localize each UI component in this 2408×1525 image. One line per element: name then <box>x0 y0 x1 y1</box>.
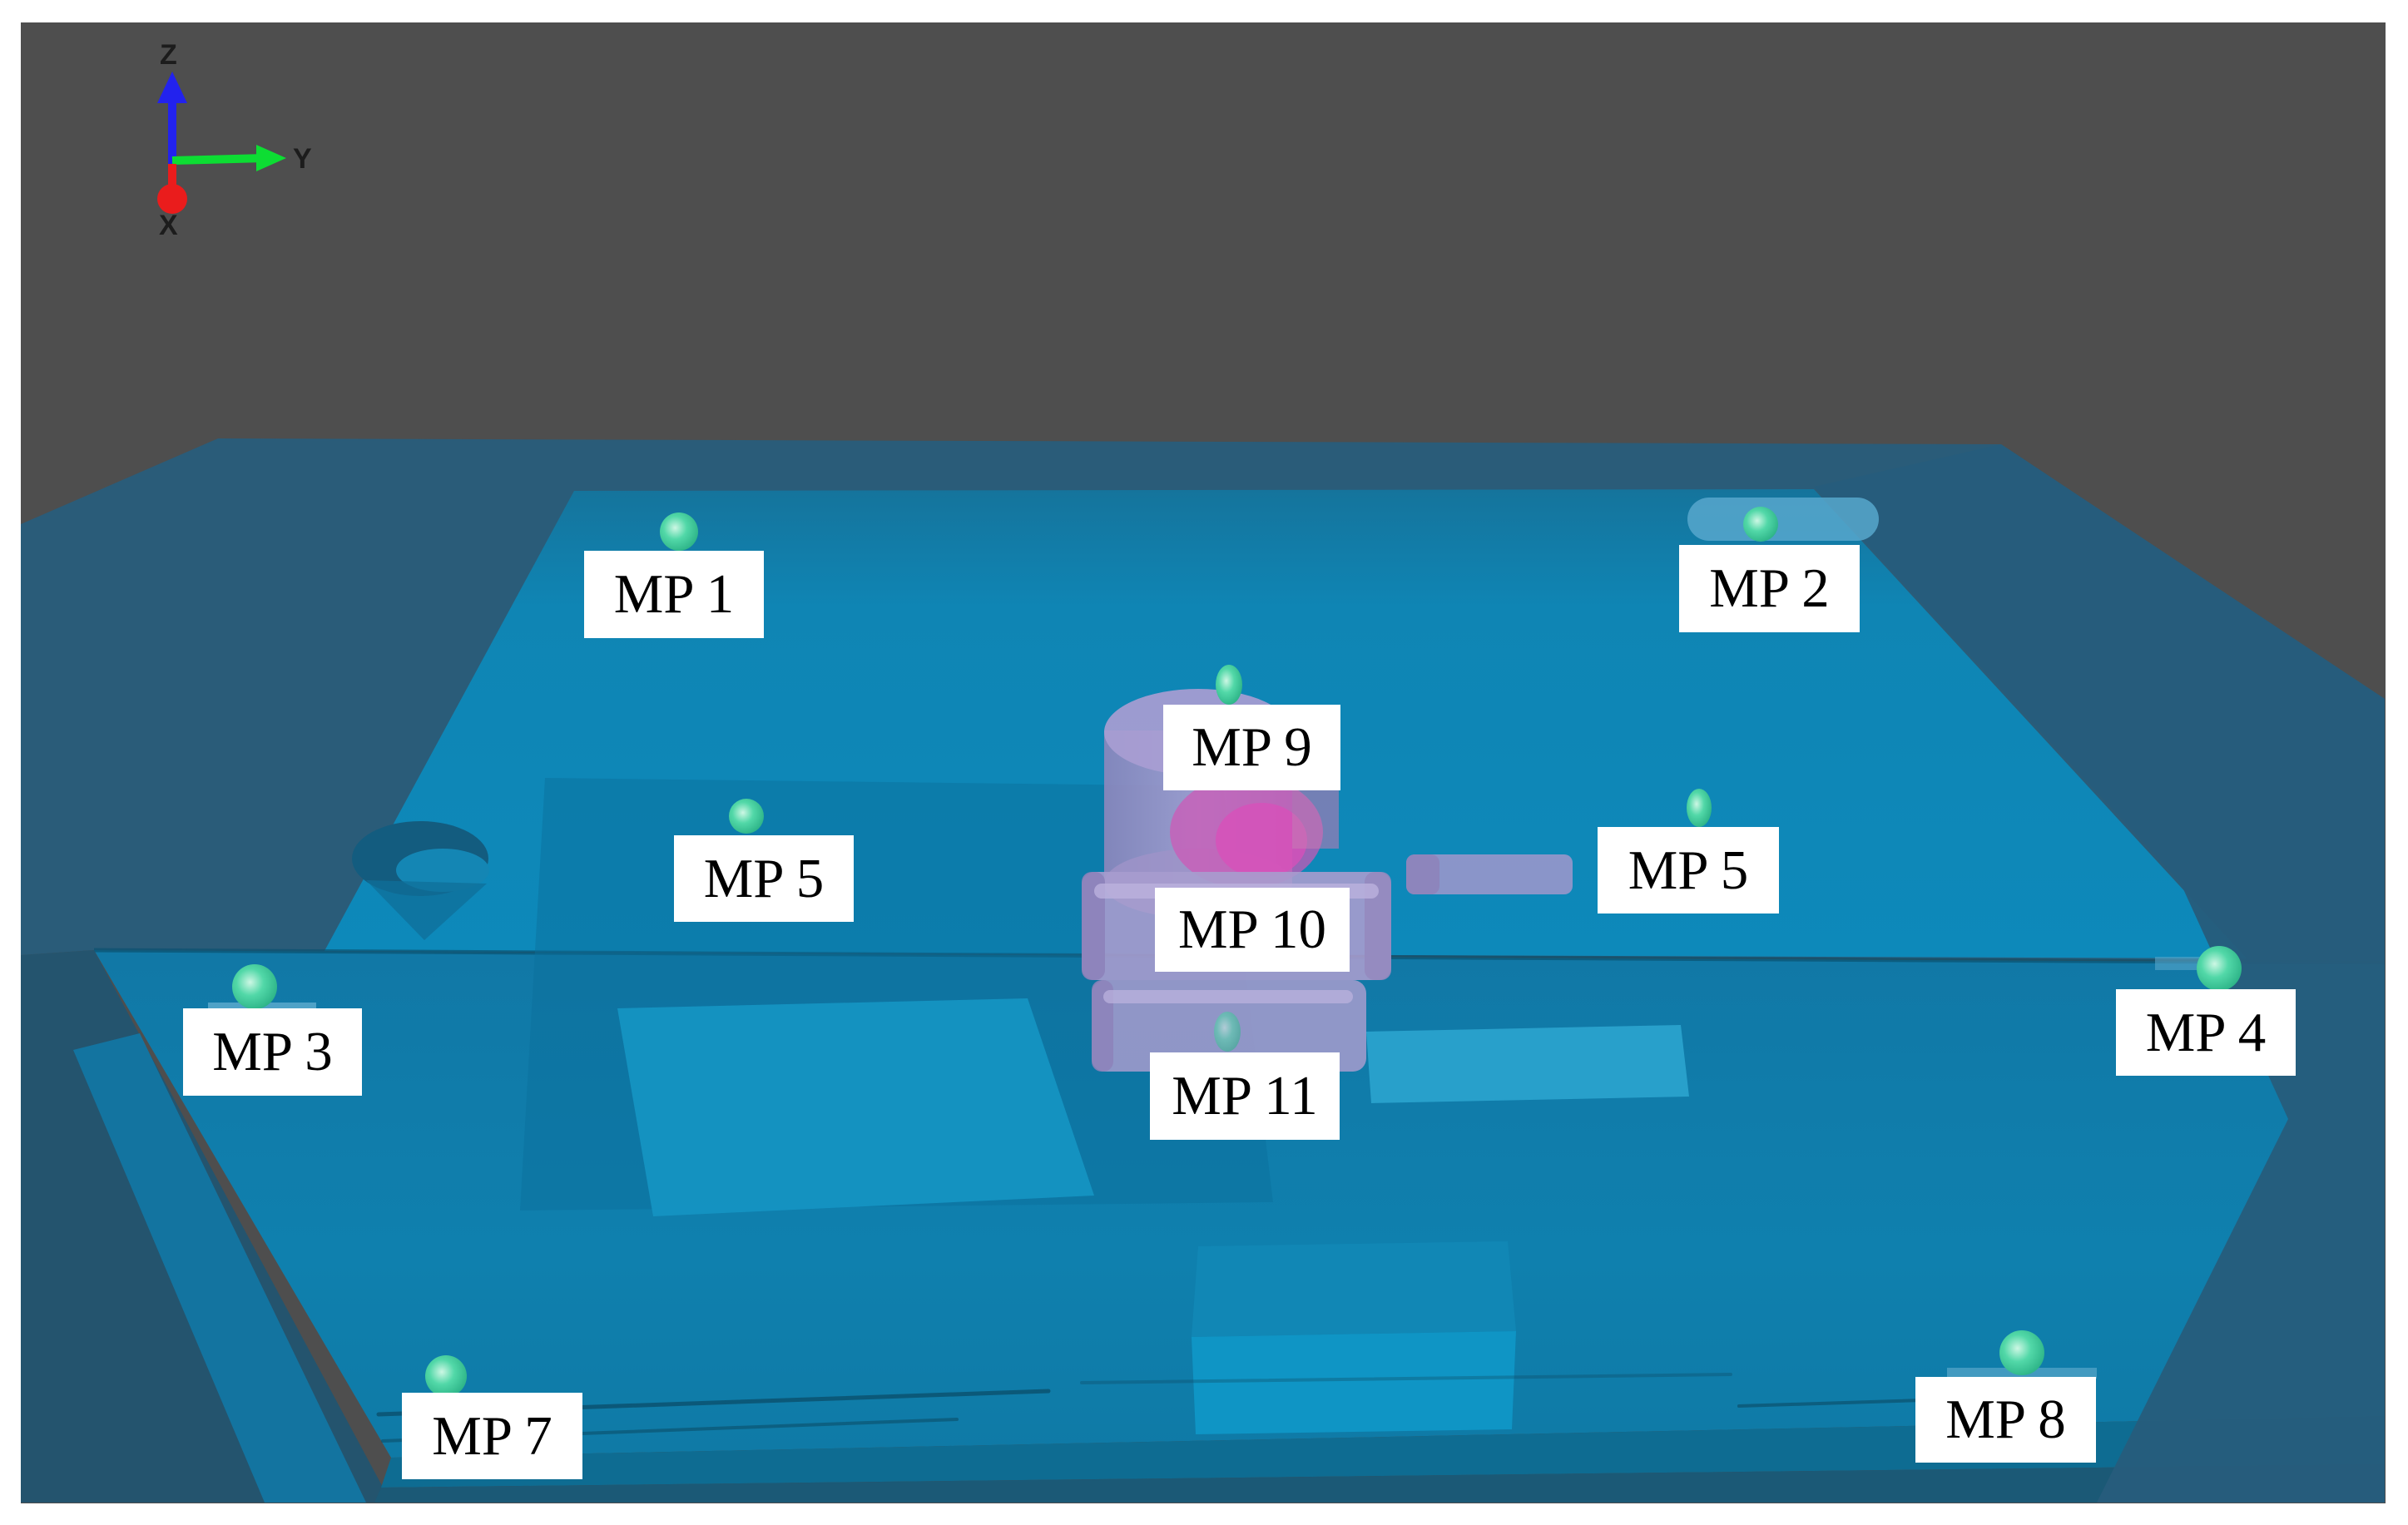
pocket-raised-block <box>617 998 1094 1216</box>
mp5-left-marker <box>729 799 764 834</box>
3d-viewport: Z Y X MP 1 MP 2 MP 3 MP 4 MP 5 MP 5 MP 7… <box>21 22 2386 1503</box>
y-axis-arrowhead <box>256 145 286 171</box>
box-bottom-band-2 <box>374 1464 2385 1503</box>
mp-label-8: MP 8 <box>1915 1377 2096 1463</box>
box-bottom-band-1 <box>381 1416 2385 1488</box>
mp3-marker <box>232 964 277 1009</box>
axis-triad <box>157 72 286 214</box>
mp8-marker <box>1999 1330 2044 1375</box>
mp5-right-marker <box>1687 789 1712 827</box>
mp-label-3: MP 3 <box>183 1008 362 1096</box>
z-axis-arrowhead <box>157 72 187 103</box>
mp-label-10: MP 10 <box>1155 888 1350 972</box>
mp-label-5-right: MP 5 <box>1598 827 1779 914</box>
axis-label-x: X <box>159 210 178 241</box>
bright-slab <box>1366 1025 1689 1103</box>
horizontal-bar-right <box>1406 854 1573 894</box>
mp7-marker <box>425 1355 467 1397</box>
mp-label-11: MP 11 <box>1150 1052 1340 1140</box>
y-axis-arrow <box>171 154 265 165</box>
mp9-marker <box>1216 665 1242 705</box>
box-right-side-dark <box>1814 444 2385 1503</box>
x-axis-ball <box>157 184 187 214</box>
mp-label-1: MP 1 <box>584 551 764 638</box>
top-face-hole <box>352 821 489 940</box>
box-left-bright-stripe <box>73 1033 366 1503</box>
mp2-marker <box>1743 507 1778 542</box>
magenta-glow-inner <box>1216 803 1307 878</box>
mp1-marker <box>660 512 698 551</box>
pedestal-top <box>1192 1241 1516 1337</box>
mp-label-7: MP 7 <box>402 1393 582 1479</box>
corner-fixture-mp4 <box>2155 957 2207 970</box>
pedestal-front <box>1192 1331 1516 1434</box>
mp-markers <box>232 507 2242 1397</box>
mp-label-5-left: MP 5 <box>674 835 854 922</box>
mp-label-2: MP 2 <box>1679 545 1860 632</box>
mp-label-4: MP 4 <box>2116 989 2296 1076</box>
axis-label-z: Z <box>160 39 177 71</box>
axis-label-y: Y <box>293 143 312 175</box>
mp4-marker <box>2197 946 2242 991</box>
mp11-marker <box>1214 1012 1241 1052</box>
mp-label-9: MP 9 <box>1163 705 1340 790</box>
corner-fixture-mp2 <box>1687 498 1879 541</box>
